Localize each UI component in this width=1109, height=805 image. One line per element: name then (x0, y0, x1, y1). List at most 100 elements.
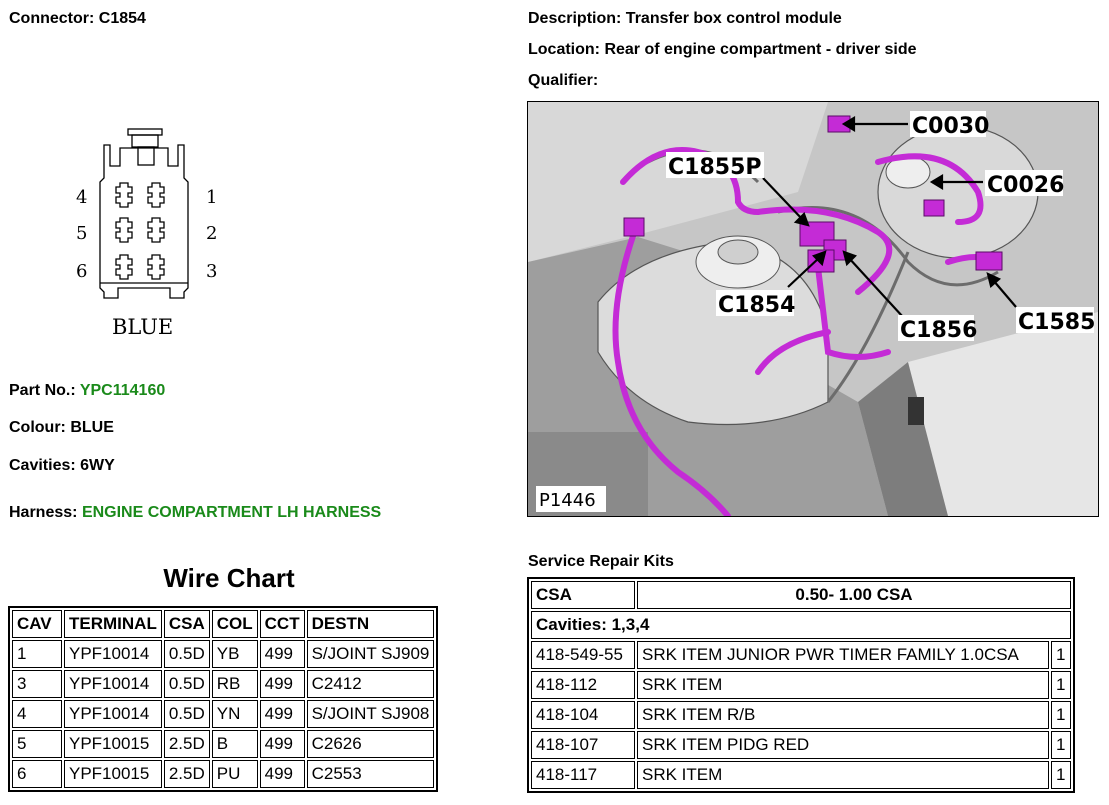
table-row: 418-104 SRK ITEM R/B 1 (531, 701, 1071, 729)
column-header-cct: CCT (259, 610, 305, 638)
pin-label: 4 (76, 187, 87, 208)
callout-c0026: C0026 (985, 170, 1064, 198)
kit-part-cell: 418-112 (531, 671, 635, 699)
pin-label: 2 (206, 223, 217, 244)
part-label: Part No.: (9, 382, 76, 399)
kit-qty-cell: 1 (1051, 731, 1071, 759)
location-value: Rear of engine compartment - driver side (604, 41, 917, 58)
harness-link[interactable]: ENGINE COMPARTMENT LH HARNESS (81, 504, 382, 521)
kits-cavities-cell: Cavities: 1,3,4 (531, 611, 1071, 639)
destn-cell: S/JOINT SJ908 (306, 700, 435, 728)
callout-c1854: C1854 (716, 290, 795, 318)
csa-cell: 2.5D (163, 760, 210, 788)
col-cell: RB (211, 670, 258, 698)
callout-c1585: C1585 (1016, 307, 1095, 335)
kit-description-cell: SRK ITEM R/B (637, 701, 1049, 729)
terminal-cell: YPF10014 (64, 670, 162, 698)
csa-label-cell: CSA (531, 581, 635, 609)
connector-outline-drawing: 4 5 6 1 2 3 BLUE (76, 128, 217, 339)
cav-cell: 5 (12, 730, 62, 758)
colour-value: BLUE (70, 419, 114, 436)
cav-cell: 4 (12, 700, 62, 728)
destn-cell: C2626 (306, 730, 435, 758)
location-line: Location: Rear of engine compartment - d… (528, 41, 917, 59)
table-row: 1 YPF10014 0.5D YB 499 S/JOINT SJ909 (12, 640, 435, 668)
kit-description-cell: SRK ITEM PIDG RED (637, 731, 1049, 759)
part-line: Part No.: YPC114160 (9, 382, 165, 400)
callout-c0030: C0030 (910, 111, 989, 139)
kit-part-cell: 418-117 (531, 761, 635, 789)
description-value: Transfer box control module (625, 10, 842, 27)
callout-label: C1585 (1018, 310, 1095, 335)
cavities-label: Cavities: (9, 457, 76, 474)
harness-label: Harness: (9, 504, 78, 521)
wire-chart-table: CAV TERMINAL CSA COL CCT DESTN 1 YPF1001… (8, 606, 439, 792)
cct-cell: 499 (259, 760, 305, 788)
kits-csa-row: CSA 0.50- 1.00 CSA (531, 581, 1071, 609)
kit-qty-cell: 1 (1051, 671, 1071, 699)
connector-line: Connector: C1854 (9, 10, 146, 28)
qualifier-line: Qualifier: (528, 72, 598, 90)
destn-cell: S/JOINT SJ909 (306, 640, 435, 668)
kit-qty-cell: 1 (1051, 701, 1071, 729)
terminal-cell: YPF10015 (64, 730, 162, 758)
photo-ref-label: P1446 (539, 490, 596, 511)
service-kits-table: CSA 0.50- 1.00 CSA Cavities: 1,3,4 418-5… (527, 577, 1075, 793)
description-line: Description: Transfer box control module (528, 10, 842, 28)
table-row: 4 YPF10014 0.5D YN 499 S/JOINT SJ908 (12, 700, 435, 728)
callout-c1856: C1856 (898, 315, 977, 343)
table-row: 3 YPF10014 0.5D RB 499 C2412 (12, 670, 435, 698)
column-header-cav: CAV (12, 610, 62, 638)
pin-label: 1 (206, 187, 217, 208)
cavities-value: 6WY (80, 457, 115, 474)
terminal-cell: YPF10015 (64, 760, 162, 788)
callout-label: C1856 (900, 318, 977, 343)
column-header-col: COL (211, 610, 258, 638)
engine-bay-illustration: C0030 C1855P C0026 C1854 C1856 C1585 (528, 102, 1098, 516)
location-label: Location: (528, 41, 600, 58)
location-photo: C0030 C1855P C0026 C1854 C1856 C1585 (527, 101, 1099, 517)
table-row: 418-107 SRK ITEM PIDG RED 1 (531, 731, 1071, 759)
callout-c1855p: C1855P (666, 152, 764, 180)
colour-line: Colour: BLUE (9, 419, 114, 437)
harness-line: Harness: ENGINE COMPARTMENT LH HARNESS (9, 504, 381, 522)
description-label: Description: (528, 10, 622, 27)
cav-cell: 6 (12, 760, 62, 788)
col-cell: B (211, 730, 258, 758)
wire-chart-title: Wire Chart (163, 563, 295, 593)
callout-label: C0026 (987, 173, 1064, 198)
kit-description-cell: SRK ITEM (637, 761, 1049, 789)
destn-cell: C2553 (306, 760, 435, 788)
table-row: 6 YPF10015 2.5D PU 499 C2553 (12, 760, 435, 788)
qualifier-label: Qualifier: (528, 72, 599, 89)
wire-table-header-row: CAV TERMINAL CSA COL CCT DESTN (12, 610, 435, 638)
callout-label: C0030 (912, 114, 989, 139)
connector-face-diagram: 4 5 6 1 2 3 BLUE (60, 118, 250, 348)
kit-description-cell: SRK ITEM (637, 671, 1049, 699)
connector-label: Connector: (9, 10, 95, 27)
cct-cell: 499 (259, 670, 305, 698)
csa-cell: 2.5D (163, 730, 210, 758)
terminal-cell: YPF10014 (64, 700, 162, 728)
csa-cell: 0.5D (163, 700, 210, 728)
cav-cell: 3 (12, 670, 62, 698)
kits-cavities-row: Cavities: 1,3,4 (531, 611, 1071, 639)
table-row: 418-549-55 SRK ITEM JUNIOR PWR TIMER FAM… (531, 641, 1071, 669)
connector-value: C1854 (98, 10, 146, 27)
kit-part-cell: 418-549-55 (531, 641, 635, 669)
column-header-destn: DESTN (306, 610, 435, 638)
terminal-cell: YPF10014 (64, 640, 162, 668)
column-header-terminal: TERMINAL (64, 610, 162, 638)
cavities-line: Cavities: 6WY (9, 457, 115, 475)
part-number-link[interactable]: YPC114160 (79, 382, 166, 399)
cct-cell: 499 (259, 730, 305, 758)
cct-cell: 499 (259, 640, 305, 668)
pin-label: 5 (76, 223, 87, 244)
col-cell: YN (211, 700, 258, 728)
table-row: 418-117 SRK ITEM 1 (531, 761, 1071, 789)
column-header-csa: CSA (163, 610, 210, 638)
connector-color-text: BLUE (112, 315, 173, 339)
callout-label: C1855P (668, 155, 762, 180)
cct-cell: 499 (259, 700, 305, 728)
table-row: 5 YPF10015 2.5D B 499 C2626 (12, 730, 435, 758)
